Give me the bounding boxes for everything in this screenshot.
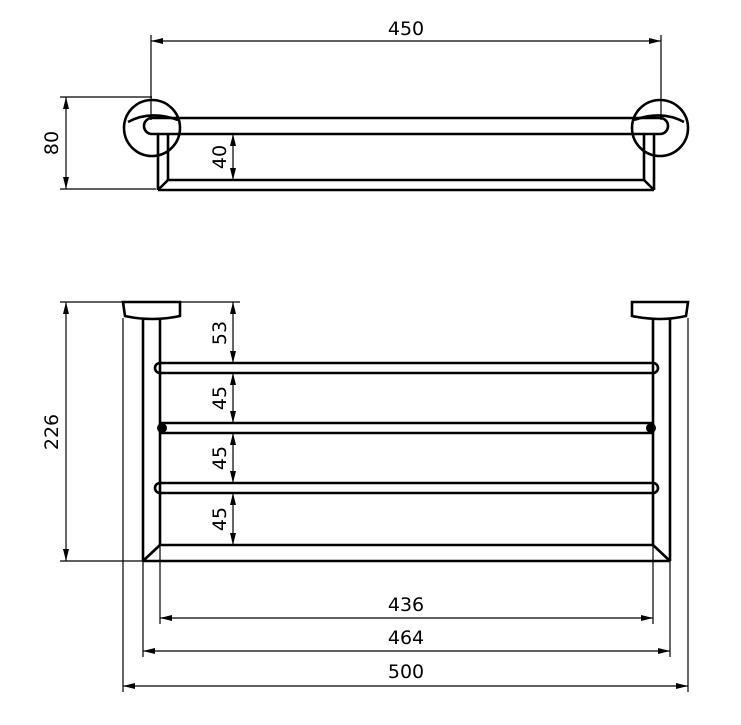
- rail-1: [153, 361, 660, 375]
- dim-label-53: 53: [209, 321, 231, 345]
- rail-2-end-right: [646, 423, 656, 433]
- dim-label-45-2: 45: [209, 446, 231, 470]
- right-post: [630, 300, 690, 561]
- towel-bar: [142, 116, 670, 136]
- horizontal-dimensions: 436 464 500: [122, 318, 689, 692]
- dim-label-436: 436: [388, 594, 424, 616]
- left-post: [121, 300, 182, 561]
- dimension-450: 450: [150, 18, 662, 120]
- dim-label-226: 226: [41, 414, 63, 450]
- rails: [153, 361, 660, 495]
- left-rosette: [122, 98, 182, 158]
- dimension-80: 80: [41, 96, 156, 190]
- top-view: 450 80 40: [41, 18, 690, 192]
- dim-label-80: 80: [41, 131, 63, 155]
- dim-label-40: 40: [209, 145, 231, 169]
- dim-label-450: 450: [388, 18, 424, 40]
- front-view: 226 53 45: [41, 300, 690, 692]
- right-rosette: [630, 98, 690, 158]
- dimension-40: 40: [209, 134, 236, 180]
- shelf-bottom: [142, 543, 671, 563]
- rail-2-end-left: [157, 423, 167, 433]
- vertical-dimensions: 53 45 45 45: [209, 302, 236, 545]
- dim-label-45-3: 45: [209, 507, 231, 531]
- rail-3: [153, 481, 660, 495]
- dim-label-45-1: 45: [209, 386, 231, 410]
- rail-2: [160, 421, 653, 435]
- dim-label-500: 500: [388, 661, 424, 683]
- shelf-side: [156, 134, 656, 192]
- dim-label-464: 464: [388, 627, 424, 649]
